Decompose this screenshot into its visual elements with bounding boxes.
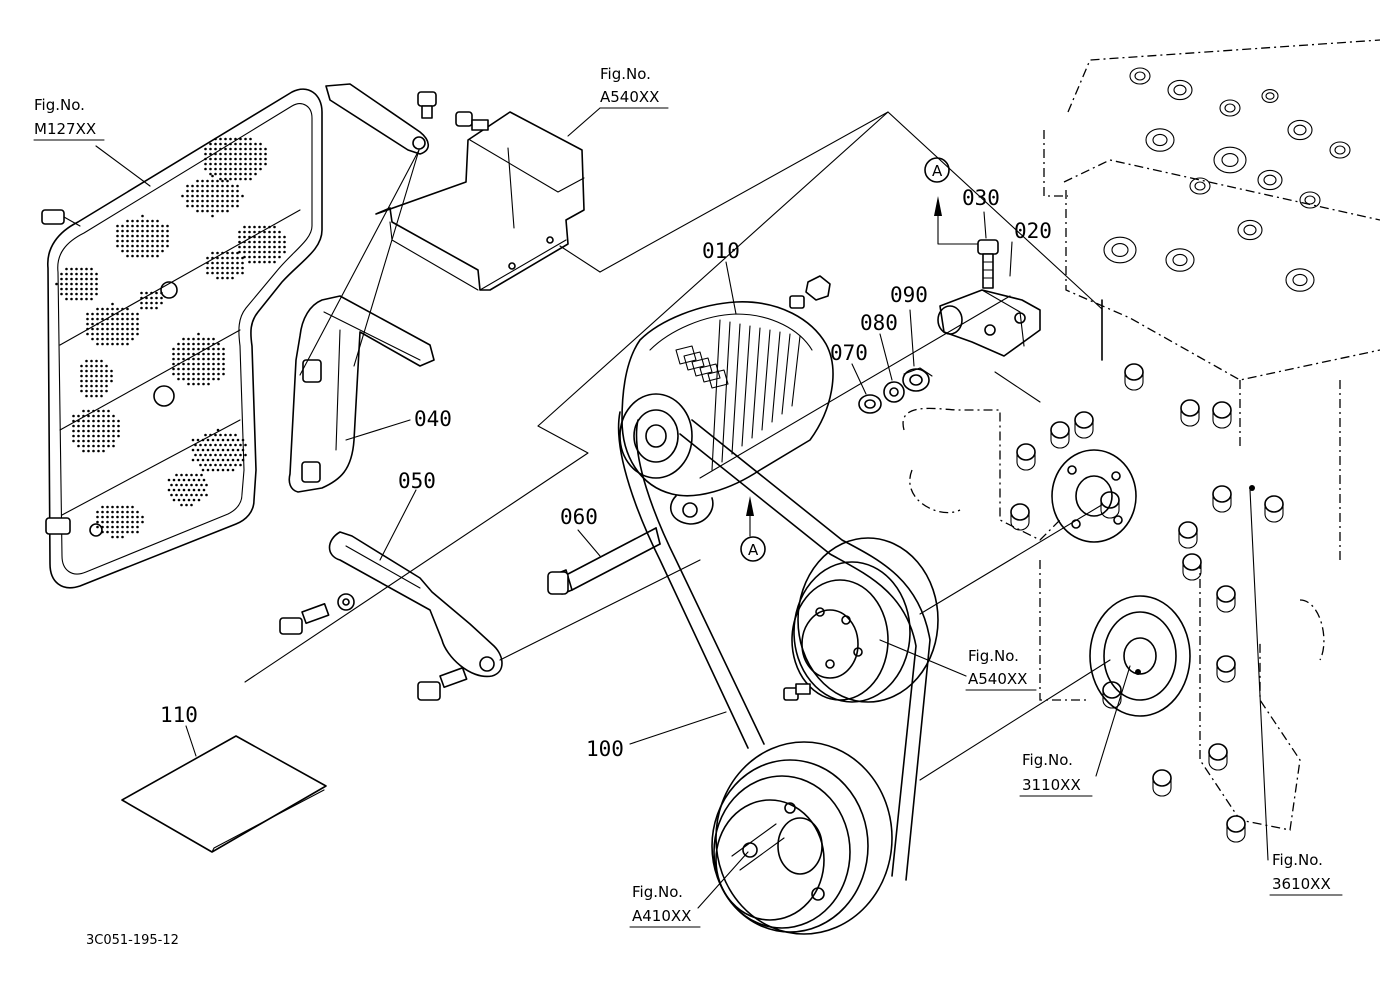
bolt-upper [417,91,437,119]
v-belt-100 [617,411,931,881]
label-080: 080 [860,311,898,335]
crank-pulley [711,741,893,935]
ref-3610-code: 3610XX [1272,875,1331,893]
ref-a410-title: Fig.No. [632,883,683,901]
alternator-010 [619,275,834,525]
adjusting-stay-050 [279,531,503,701]
long-bolt-060 [547,527,661,595]
arrow-a-bottom [740,496,766,562]
part-labels: 010 020 030 040 050 060 070 080 090 100 … [160,186,1052,761]
tension-bracket-020 [937,289,1041,357]
bolt-030 [977,239,999,289]
cover-perforation-pattern [55,137,286,539]
ref-a540-right-code: A540XX [968,670,1027,688]
label-020: 020 [1014,219,1052,243]
label-090: 090 [890,283,928,307]
washer-070 [858,394,882,414]
instruction-sheet-110 [121,735,327,853]
ref-a410-code: A410XX [632,907,691,925]
label-040: 040 [414,407,452,431]
upper-stay-strap [299,83,430,376]
marker-a-bottom: A [748,541,759,559]
label-100: 100 [586,737,624,761]
ref-a540-top-code: A540XX [600,88,659,106]
ref-a540-right-title: Fig.No. [968,647,1019,665]
label-030: 030 [962,186,1000,210]
fan-pulley [783,537,939,703]
engine-block [902,39,1380,843]
label-060: 060 [560,505,598,529]
leader-lines [95,107,1269,909]
ref-3610-title: Fig.No. [1272,851,1323,869]
ref-m127-code: M127XX [34,120,96,138]
ref-3110-title: Fig.No. [1022,751,1073,769]
figure-code: 3C051-195-12 [86,933,179,948]
assembly-frame-lines [244,111,1111,781]
figure-references: Fig.No. M127XX Fig.No. A540XX Fig.No. A5… [33,65,1343,928]
ref-3110-code: 3110XX [1022,776,1081,794]
ref-m127-title: Fig.No. [34,96,85,114]
ref-a540-top-title: Fig.No. [600,65,651,83]
spacer-090 [902,367,933,392]
label-070: 070 [830,341,868,365]
timing-cover-plate [41,88,323,589]
label-050: 050 [398,469,436,493]
label-110: 110 [160,703,198,727]
lock-washer-080 [883,381,905,403]
alternator-bracket-040 [288,295,435,493]
arrow-a-top [924,157,979,245]
label-010: 010 [702,239,740,263]
mounting-plate-a540 [375,111,585,291]
marker-a-top: A [932,162,943,180]
